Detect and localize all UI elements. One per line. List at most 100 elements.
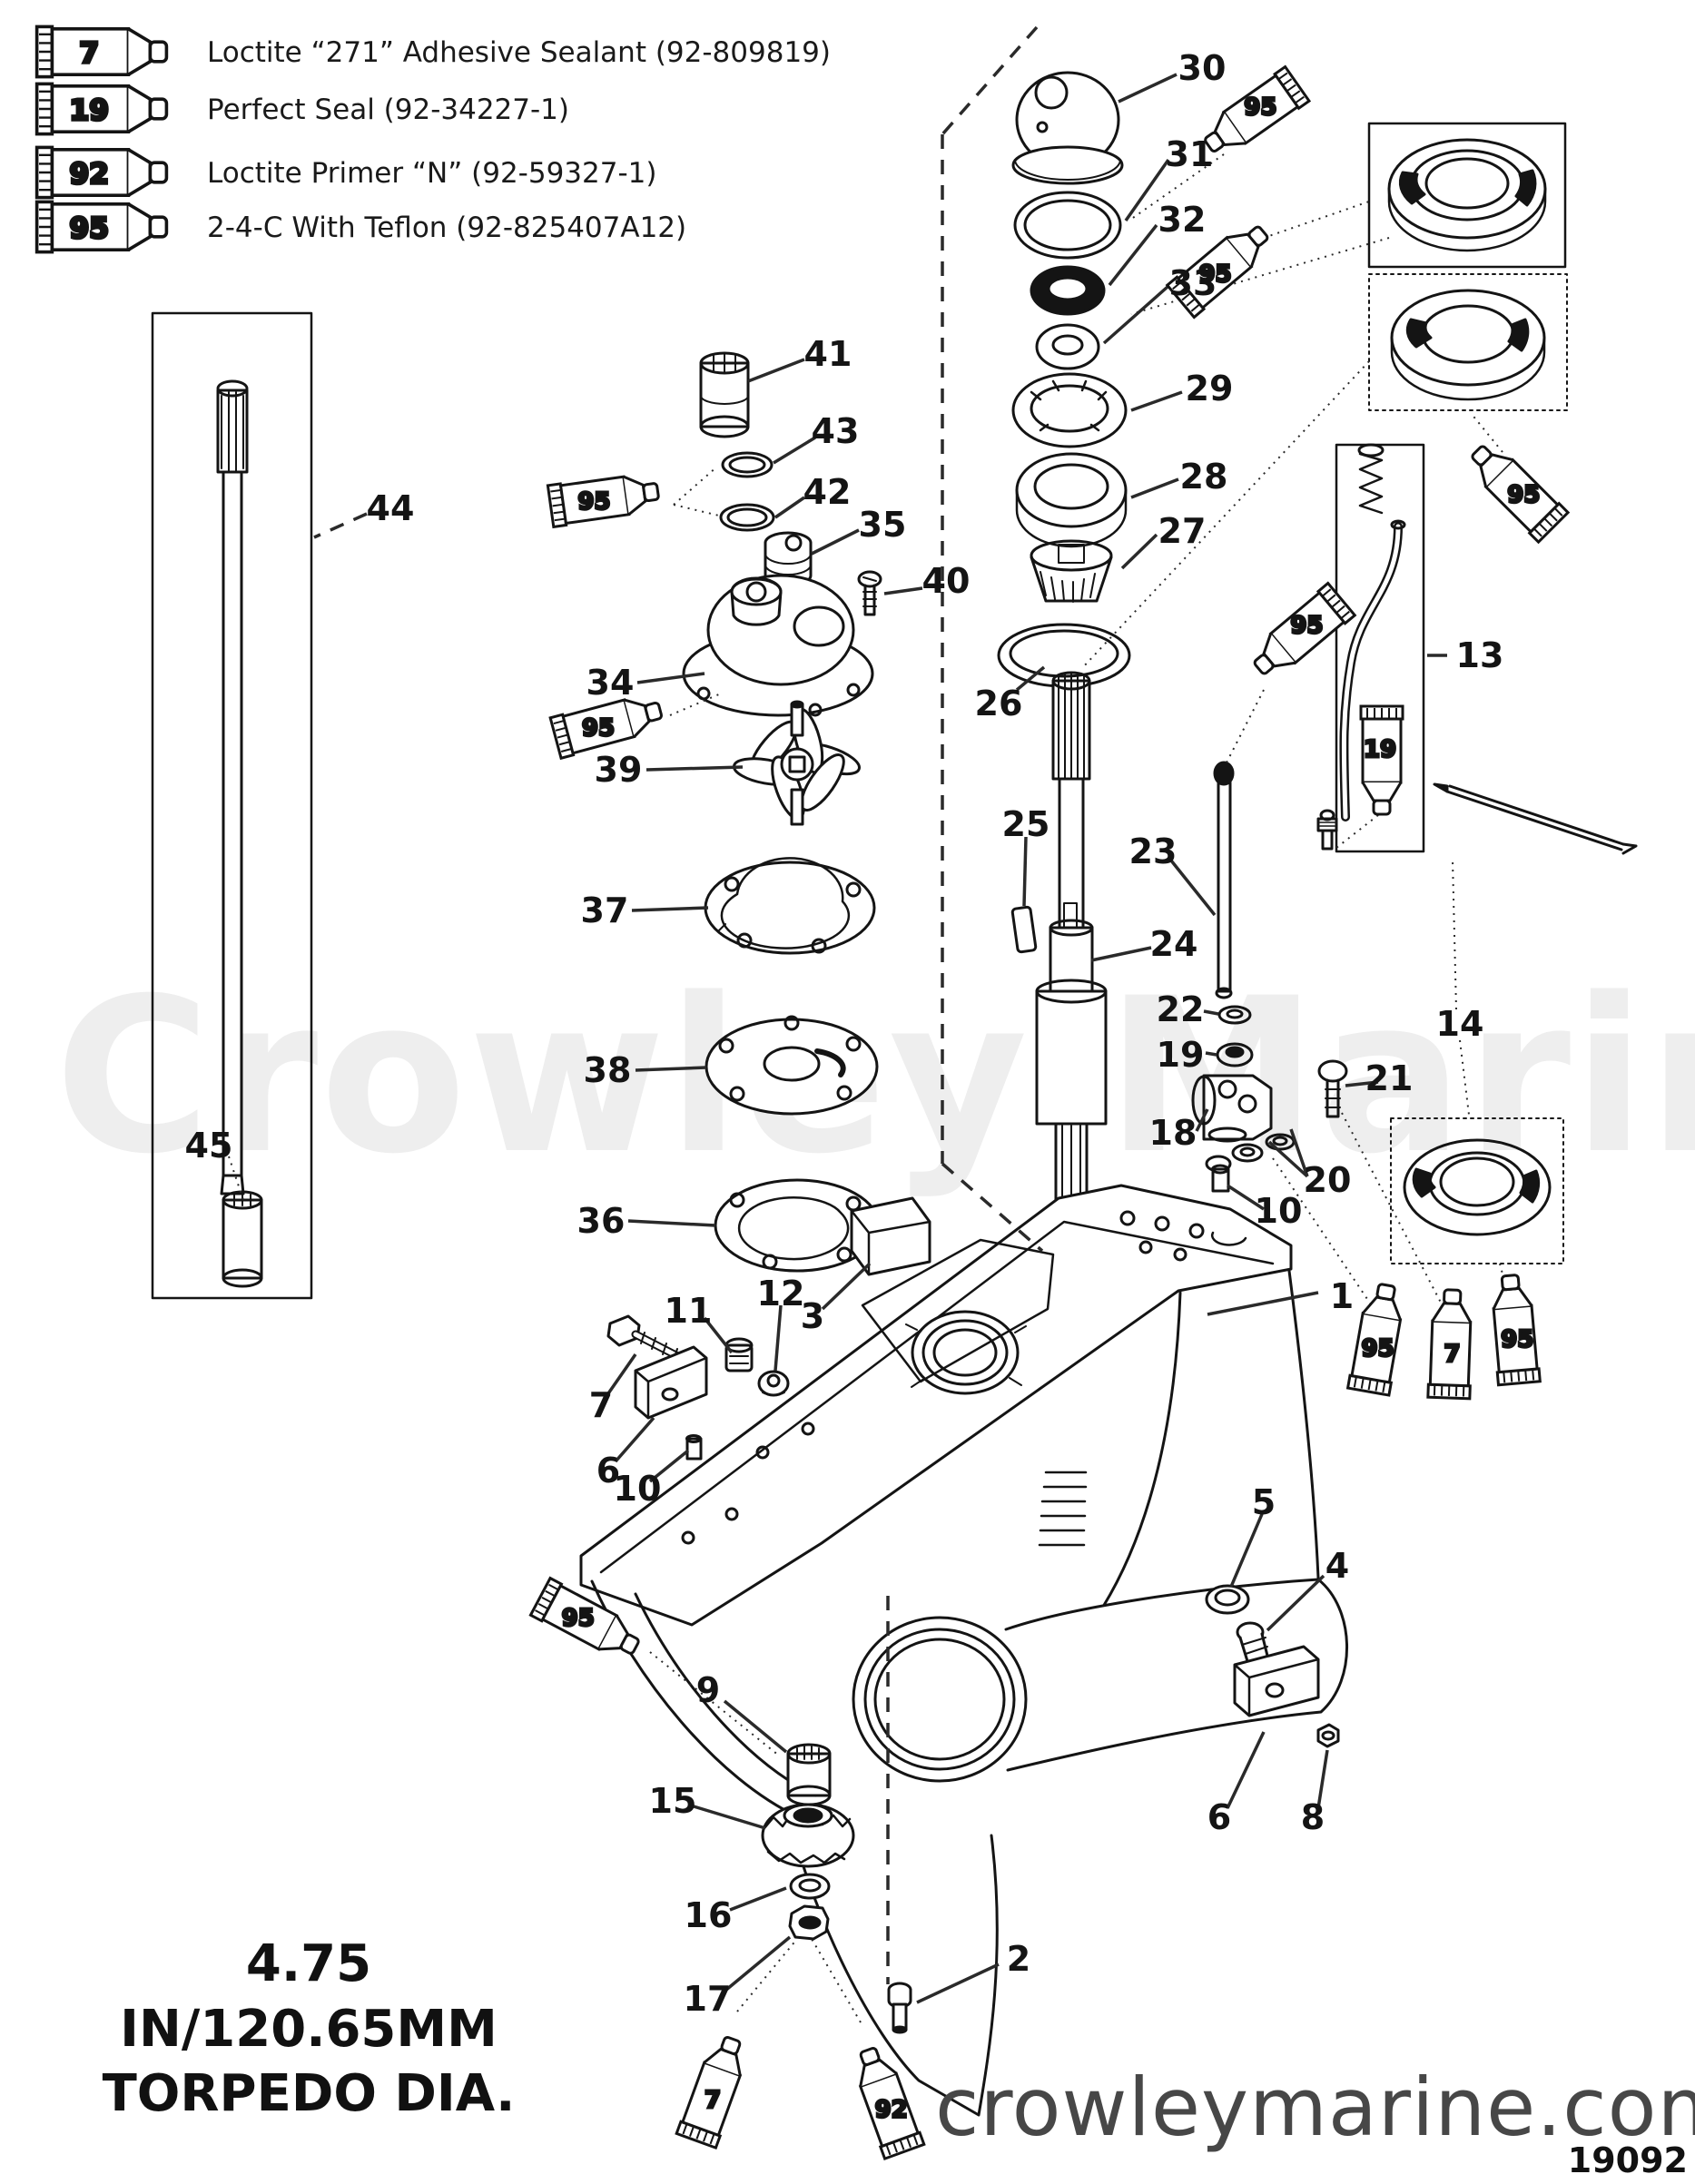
leader-line bbox=[1335, 814, 1379, 849]
tube-number: 95 bbox=[1501, 1326, 1533, 1353]
sealant-tube-icon: 95 bbox=[1345, 1283, 1403, 1397]
drawing-number: 19092 bbox=[1567, 2140, 1688, 2180]
leader-line bbox=[648, 1449, 690, 1483]
callout-10: 10 bbox=[1254, 1191, 1303, 1231]
callout-33: 33 bbox=[1168, 263, 1217, 303]
tube-number: 19 bbox=[69, 94, 108, 127]
leader-line bbox=[1316, 1749, 1329, 1809]
leader-line bbox=[1341, 1112, 1452, 1323]
callout-29: 29 bbox=[1185, 369, 1234, 408]
driveshaft-24 bbox=[1035, 671, 1108, 1247]
o-ring-43 bbox=[721, 451, 774, 478]
tube-number: 95 bbox=[69, 212, 108, 245]
leader-line bbox=[1120, 533, 1158, 570]
leader-line bbox=[1130, 237, 1390, 315]
leader-line bbox=[693, 1805, 766, 1830]
sealant-tube-icon: 95 bbox=[1165, 225, 1269, 320]
shift-shaft-23 bbox=[1213, 761, 1235, 999]
spring bbox=[1357, 443, 1385, 515]
leader-line bbox=[729, 1886, 787, 1912]
tube-number: 95 bbox=[582, 715, 615, 743]
leader-line bbox=[1227, 1184, 1265, 1211]
sealant-tube-icon: 19 bbox=[1359, 704, 1404, 816]
tube-number: 7 bbox=[705, 2087, 721, 2114]
callout-34: 34 bbox=[586, 663, 635, 703]
sealant-tube-icon: 7 bbox=[1426, 1288, 1473, 1401]
leader-line bbox=[1203, 1009, 1219, 1016]
callout-18: 18 bbox=[1148, 1113, 1197, 1153]
callout-3: 3 bbox=[800, 1296, 825, 1336]
callout-19: 19 bbox=[1156, 1035, 1205, 1075]
callout-45: 45 bbox=[184, 1126, 233, 1166]
sealant-tube-icon: 95 bbox=[1253, 581, 1357, 675]
leader-line bbox=[747, 358, 805, 383]
bearing-9 bbox=[786, 1743, 832, 1806]
anode-6-left bbox=[634, 1345, 708, 1420]
callout-6: 6 bbox=[596, 1451, 621, 1490]
leader-line bbox=[774, 496, 805, 519]
retainer-29 bbox=[1011, 372, 1128, 448]
sealant-tube-icon: 95 bbox=[528, 1576, 640, 1655]
nut-8 bbox=[1316, 1723, 1340, 1748]
legend-tube-95: 95 bbox=[34, 200, 169, 254]
oil-seal-32 bbox=[1030, 265, 1106, 316]
legend-tube-92: 92 bbox=[34, 145, 169, 200]
screw-21 bbox=[1317, 1059, 1348, 1118]
callout-36: 36 bbox=[576, 1201, 626, 1241]
sealant-tube-icon: 95 bbox=[34, 200, 169, 254]
tapered-bearing-27 bbox=[1030, 539, 1113, 603]
bearing-box-upper bbox=[1367, 122, 1567, 269]
callout-12: 12 bbox=[756, 1274, 805, 1313]
nut-17 bbox=[788, 1904, 830, 1941]
leader-line bbox=[635, 1066, 707, 1072]
leader-line bbox=[1108, 223, 1158, 287]
leader-line bbox=[1267, 1140, 1309, 1178]
callout-17: 17 bbox=[683, 1979, 732, 2019]
leader-line bbox=[1169, 859, 1217, 917]
leader-line bbox=[1022, 836, 1028, 907]
leader-line bbox=[1130, 477, 1179, 499]
callout-26: 26 bbox=[974, 684, 1023, 723]
tube-number: 95 bbox=[577, 488, 610, 516]
tube-number: 95 bbox=[1244, 93, 1276, 121]
legend-text: Perfect Seal (92-34227-1) bbox=[207, 93, 569, 126]
sealant-tube-icon: 7 bbox=[675, 2035, 743, 2150]
tube-number: 95 bbox=[562, 1605, 595, 1632]
callout-2: 2 bbox=[1006, 1939, 1031, 1979]
leader-line bbox=[774, 1304, 783, 1372]
screw-40 bbox=[857, 570, 882, 616]
key-25 bbox=[1010, 905, 1038, 954]
sealant-tube-icon: 92 bbox=[858, 2046, 926, 2161]
leader-line bbox=[1129, 153, 1225, 221]
legend-tube-19: 19 bbox=[34, 82, 169, 136]
callout-31: 31 bbox=[1165, 134, 1214, 174]
leader-line bbox=[1130, 390, 1183, 412]
coupler-41 bbox=[699, 351, 750, 438]
leader-line bbox=[645, 765, 744, 772]
callout-14: 14 bbox=[1435, 1004, 1484, 1044]
bearing-race-28 bbox=[1015, 452, 1128, 548]
callout-43: 43 bbox=[811, 411, 860, 451]
leader-line bbox=[916, 1963, 1000, 2004]
callout-4: 4 bbox=[1325, 1546, 1350, 1586]
bushing-11 bbox=[724, 1337, 754, 1372]
callout-13: 13 bbox=[1455, 635, 1504, 675]
callout-40: 40 bbox=[921, 561, 971, 601]
seal-33 bbox=[1035, 323, 1100, 370]
leader-line bbox=[1225, 689, 1265, 765]
needle-14 bbox=[1433, 782, 1638, 855]
leader-line bbox=[883, 586, 923, 595]
anode-6-right bbox=[1233, 1645, 1320, 1717]
leader-line bbox=[627, 1219, 716, 1227]
leader-line bbox=[1124, 158, 1170, 222]
leader-line bbox=[1289, 1128, 1309, 1177]
leader-line bbox=[1459, 1039, 1470, 1116]
leader-line bbox=[313, 512, 368, 539]
tube-number: 95 bbox=[1290, 612, 1323, 639]
sealant-tube-icon: 95 bbox=[1492, 1274, 1542, 1387]
leader-line bbox=[821, 1262, 872, 1311]
leader-line bbox=[811, 1938, 862, 2023]
callout-39: 39 bbox=[594, 750, 643, 790]
leader-line bbox=[228, 1156, 244, 1201]
